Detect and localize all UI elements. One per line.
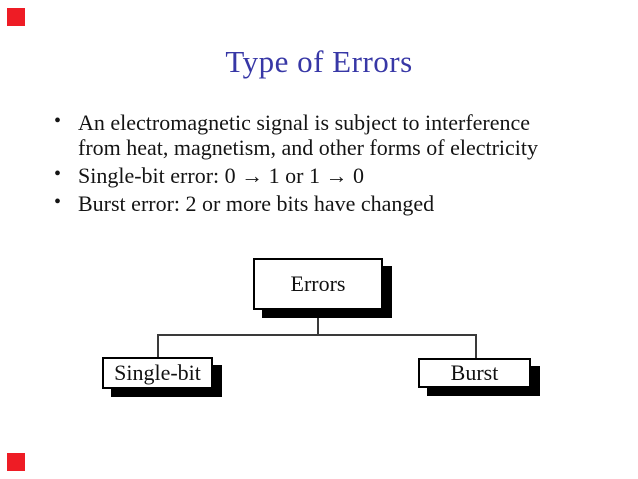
bullet-text: An electromagnetic signal is subject to … [78,110,539,160]
errors-node-label: Errors [290,271,346,296]
errors-node: Errors [253,258,383,310]
connector-right-vertical [475,334,477,358]
bullet-dot: • [54,191,62,213]
bullet-list: • An electromagnetic signal is subject t… [52,110,564,219]
burst-node-label: Burst [450,360,499,385]
connector-left-vertical [157,334,159,357]
bullet-text: Single-bit error: 0 → 1 or 1 → 0 [78,163,364,188]
burst-node: Burst [418,358,531,388]
bullet-dot: • [54,163,62,185]
red-marker-bottom-left [7,453,25,471]
bullet-text: Burst error: 2 or more bits have changed [78,191,435,216]
slide-title: Type of Errors [225,44,413,79]
bullet-dot: • [54,110,62,132]
connector-root-vertical [317,310,319,335]
bullet-item: • An electromagnetic signal is subject t… [52,110,564,160]
red-marker-top-left [7,8,25,26]
single-bit-node: Single-bit [102,357,213,389]
single-bit-node-label: Single-bit [114,360,201,385]
connector-horizontal [157,334,477,336]
bullet-item: • Burst error: 2 or more bits have chang… [52,191,564,216]
bullet-item: • Single-bit error: 0 → 1 or 1 → 0 [52,163,564,188]
